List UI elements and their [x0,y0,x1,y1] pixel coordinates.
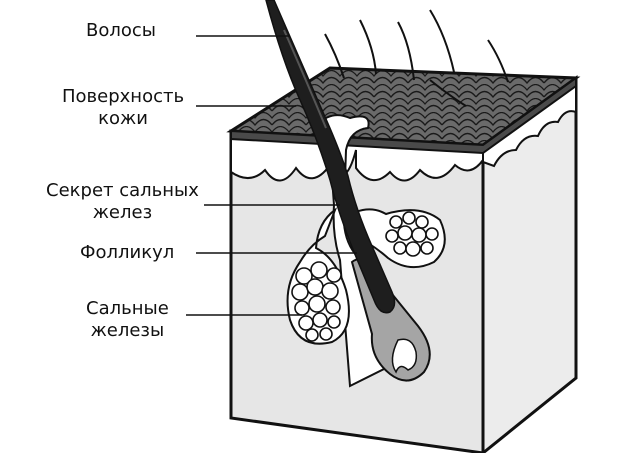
surface-hairs [324,9,509,107]
label-sebaceous-glands: Сальные железы [86,298,169,342]
label-sebum-line-2: желез [92,202,153,223]
epidermis-right [482,83,577,168]
hair-bulb-papilla [391,338,418,374]
label-sebaceous-glands-line-2: железы [90,320,165,341]
right-gland-cells [385,211,439,257]
label-follicle-line-1: Фолликул [80,242,175,263]
leader-lines [186,35,357,316]
label-skin-surface-line-2: кожи [98,108,148,129]
hair-shaft-highlight [283,29,327,129]
hair-shaft [265,0,396,314]
label-sebum: Секрет сальных желез [46,180,199,224]
label-skin-surface-line-1: Поверхность [62,86,185,107]
label-follicle: Фолликул [80,242,174,264]
label-hair-line-1: Волосы [86,20,156,41]
label-sebum-line-1: Секрет сальных [46,180,199,201]
skin-surface-edge [230,76,577,155]
label-hair: Волосы [86,20,156,42]
label-sebaceous-glands-line-1: Сальные [86,298,169,319]
label-skin-surface: Поверхность кожи [62,86,184,130]
